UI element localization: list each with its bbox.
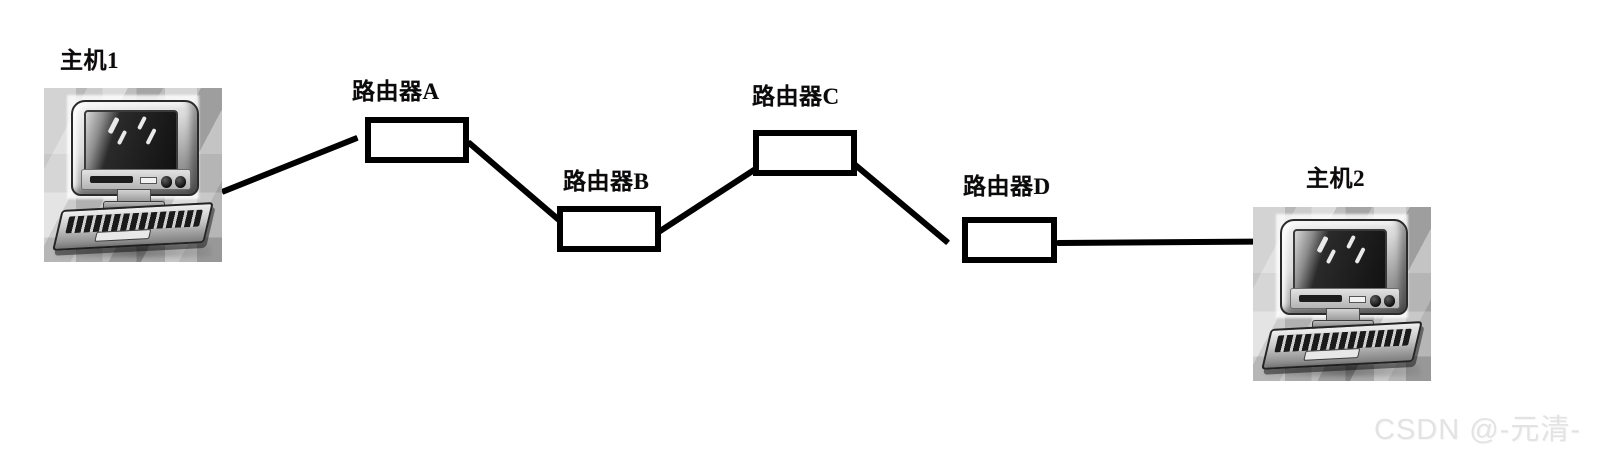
host2-computer-icon [1253,207,1431,381]
routerC-label: 路由器C [752,84,840,109]
link-routerA-routerB [466,139,569,229]
host1-computer-icon [44,88,222,262]
routerB-box [557,206,661,252]
routerD-box [962,217,1057,263]
host2-monitor [1279,219,1409,316]
host1-screen [83,110,178,173]
link-routerC-routerD [845,155,951,246]
host2-screen [1292,229,1387,292]
routerD-label: 路由器D [963,174,1051,199]
host1-label: 主机1 [60,48,119,73]
routerA-label: 路由器A [352,79,440,104]
link-routerB-routerC [655,165,760,236]
host1-shadow [54,246,212,257]
routerB-label: 路由器B [563,169,650,194]
host2-shadow [1263,365,1421,376]
link-host1-routerA [220,134,359,195]
csdn-watermark: CSDN @-元清- [1374,414,1581,446]
routerA-box [365,117,469,163]
routerC-box [753,130,857,176]
host1-monitor-bezel [81,169,191,190]
host2-label: 主机2 [1306,166,1365,191]
host2-monitor-bezel [1290,288,1400,309]
host1-monitor [70,100,200,197]
